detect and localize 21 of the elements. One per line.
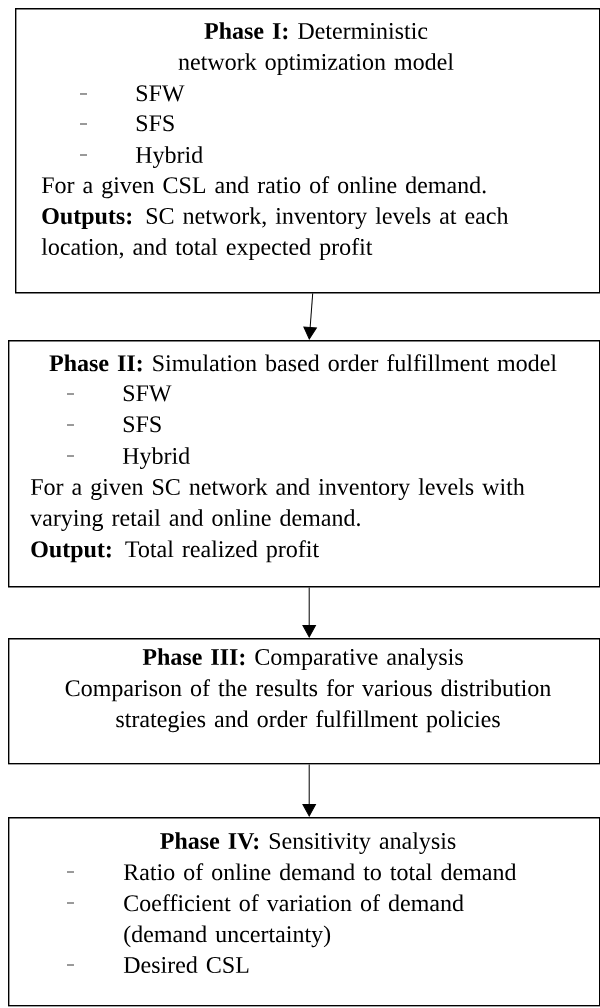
- body-text: Outputs: SC network, inventory levels at each location, and total expected profit: [41, 207, 509, 260]
- arrow: [303, 292, 317, 340]
- list-item: Coefficient of variation of demand (demand uncertainty): [124, 894, 464, 948]
- body-text: Comparison of the results for various distribution strategies and order fulfillment policies: [65, 679, 551, 733]
- heading-text: Phase III: Comparative analysis: [142, 648, 463, 671]
- arrow: [302, 763, 316, 817]
- list-item: SFS: [136, 115, 174, 132]
- list-item: SFS: [123, 416, 161, 433]
- heading-text: Phase IV: Sensitivity analysis: [160, 832, 456, 855]
- body-text: Output: Total realized profit: [31, 540, 319, 563]
- heading-text: Phase I: Deterministic network optimization model: [178, 22, 454, 75]
- arrow: [302, 586, 316, 638]
- list-item: Hybrid: [122, 447, 190, 470]
- body-text: For a given SC network and inventory levels with varying retail and online demand.: [30, 478, 525, 532]
- list-item: Ratio of online demand to total demand: [123, 863, 517, 881]
- body-text: For a given CSL and ratio of online demand.: [41, 176, 486, 199]
- heading-text: Phase II: Simulation based order fulfillment model: [49, 354, 557, 372]
- list-item: Hybrid: [135, 146, 203, 169]
- list-item: SFW: [123, 385, 172, 402]
- list-item: Desired CSL: [123, 956, 249, 974]
- list-item: SFW: [136, 85, 185, 102]
